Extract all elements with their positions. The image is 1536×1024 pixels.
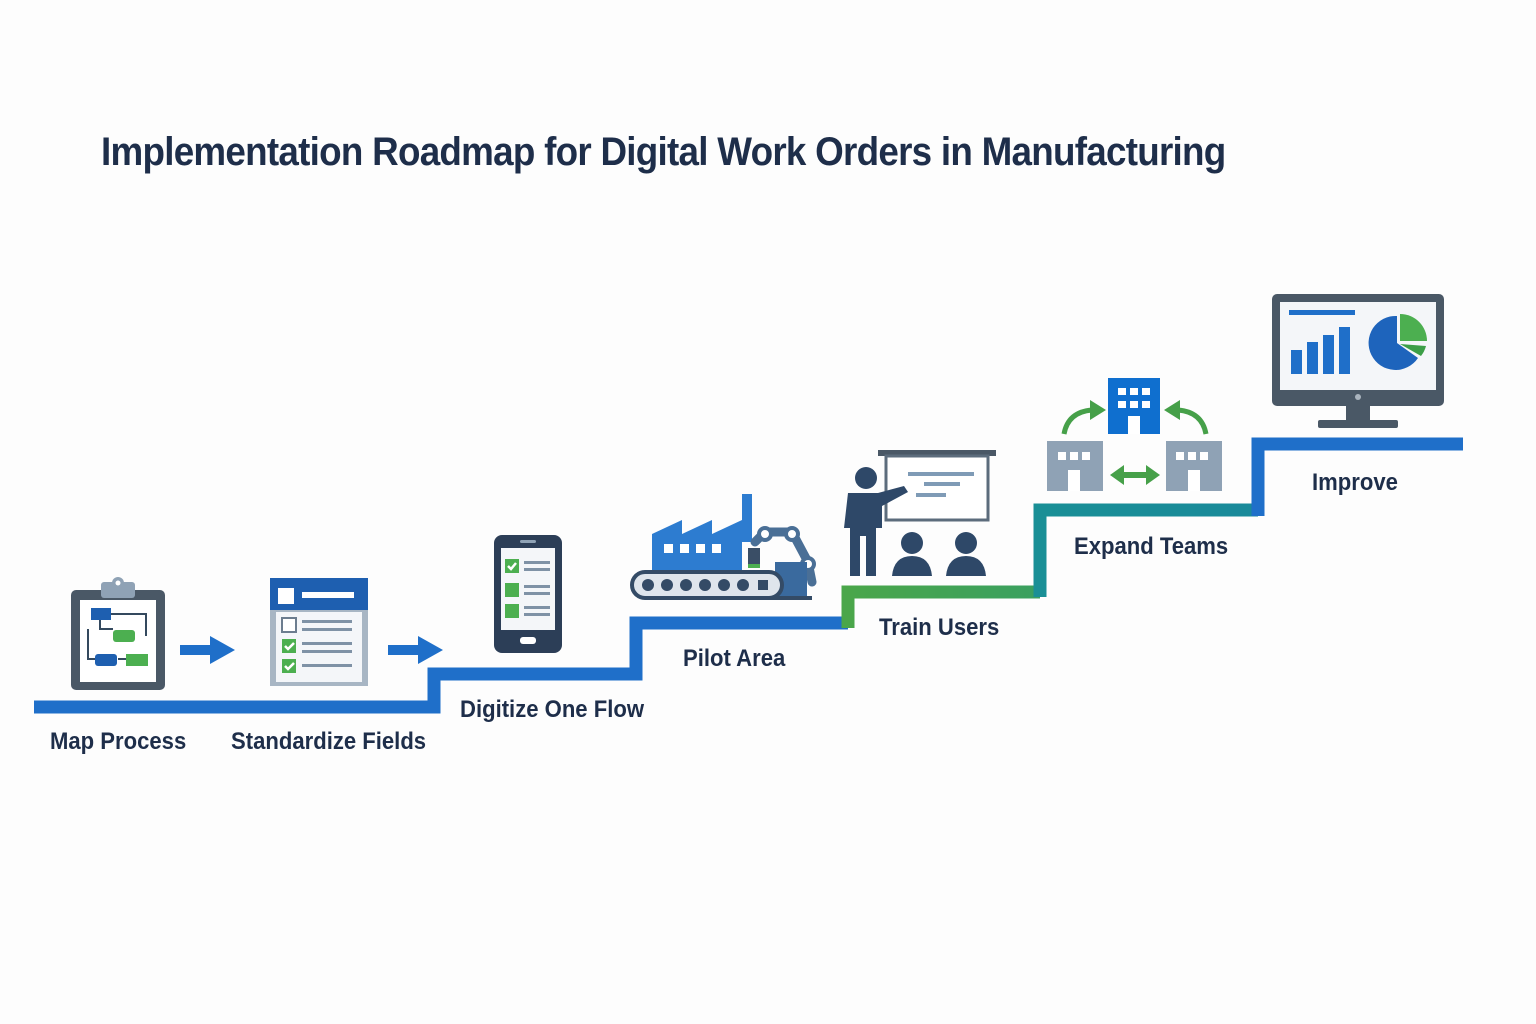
buildings-network-icon	[1047, 378, 1222, 491]
page-title: Implementation Roadmap for Digital Work …	[101, 130, 1226, 174]
clipboard-flowchart-icon	[71, 577, 165, 690]
step-label-pilot-area: Pilot Area	[683, 645, 786, 672]
arrow-right-icon	[388, 636, 443, 664]
form-checklist-icon	[270, 578, 368, 686]
step-label-train-users: Train Users	[879, 614, 1000, 641]
mobile-checklist-icon	[494, 535, 562, 653]
presenter-training-icon	[844, 450, 996, 576]
dashboard-monitor-icon	[1272, 294, 1444, 428]
step-label-expand-teams: Expand Teams	[1074, 533, 1229, 560]
step-label-digitize-one-flow: Digitize One Flow	[460, 696, 645, 723]
factory-robot-conveyor-icon	[630, 494, 817, 600]
step-label-standardize-fields: Standardize Fields	[231, 728, 427, 755]
step-label-map-process: Map Process	[50, 728, 187, 755]
step-label-improve: Improve	[1312, 469, 1398, 496]
arrow-right-icon	[180, 636, 235, 664]
